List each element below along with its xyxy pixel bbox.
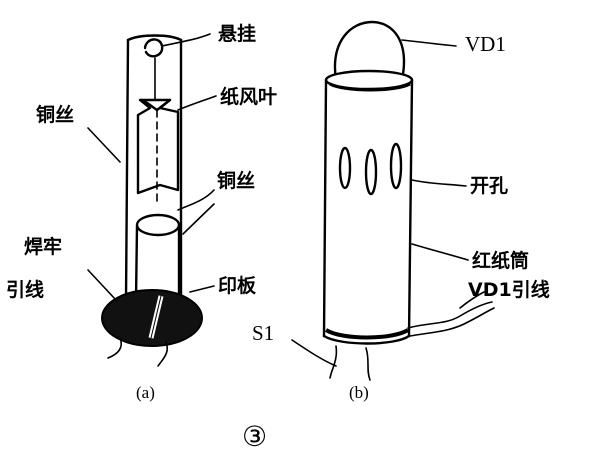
leader-lines-a xyxy=(87,33,217,301)
label-pcb: 印板 xyxy=(218,274,257,297)
label-solder-firm: 焊牢 xyxy=(24,235,62,258)
panel-b: VD1 开孔 红纸筒 VD1引线 S1 (b) xyxy=(252,20,550,402)
tube-openings xyxy=(338,142,403,196)
lead-wires-b xyxy=(329,301,495,381)
figure-number: ③ xyxy=(242,420,267,453)
caption-b: (b) xyxy=(349,383,369,402)
outer-tube xyxy=(124,34,183,302)
label-copper-wire-right: 铜丝 xyxy=(217,169,255,192)
led-dome xyxy=(333,20,406,82)
label-red-paper-tube: 红纸筒 xyxy=(472,249,529,272)
label-copper-wire-left: 铜丝 xyxy=(36,103,74,126)
label-s1: S1 xyxy=(252,321,274,345)
label-suspend: 悬挂 xyxy=(218,22,256,45)
label-vd1: VD1 xyxy=(465,32,506,56)
lead-wires-a xyxy=(107,337,169,367)
paper-tube xyxy=(322,69,414,345)
panel-a: 悬挂 纸风叶 铜丝 铜丝 焊牢 引线 印板 (a) xyxy=(6,22,277,402)
leader-lines-b xyxy=(291,39,485,367)
inner-copper-tube xyxy=(134,213,181,302)
label-opening: 开孔 xyxy=(470,175,508,197)
caption-a: (a) xyxy=(136,383,155,402)
paper-vane xyxy=(136,98,180,206)
label-paper-vane: 纸风叶 xyxy=(220,85,277,108)
suspension-loop xyxy=(143,38,164,101)
label-vd1-lead: VD1引线 xyxy=(468,278,550,301)
pcb-disc xyxy=(101,289,203,347)
label-lead-wire: 引线 xyxy=(6,278,44,301)
